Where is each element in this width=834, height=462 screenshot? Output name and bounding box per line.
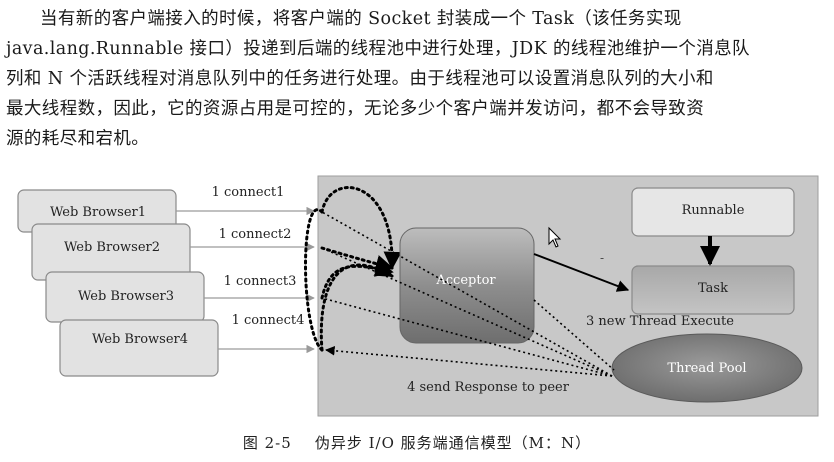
runnable-label: Runnable	[682, 203, 745, 218]
web-browser-1-label: Web Browser1	[50, 205, 146, 220]
web-browser-2-label: Web Browser2	[64, 240, 160, 255]
dash-mark: -	[600, 251, 604, 265]
paragraph-line: 列和 N 个活跃线程对消息队列中的任务进行处理。由于线程池可以设置消息队列的大小…	[6, 69, 714, 89]
acceptor-label: Acceptor	[435, 273, 496, 288]
execute-label: 3 new Thread Execute	[586, 314, 734, 329]
connect-label-2: 1 connect2	[219, 227, 292, 242]
connect-label-1: 1 connect1	[212, 185, 285, 200]
paragraph-line: 源的耗尽和宕机。	[6, 129, 150, 149]
io-model-figure: Web Browser1 Web Browser2 Web Browser3 W…	[0, 170, 834, 432]
web-browser-3: Web Browser3	[45, 271, 205, 323]
thread-pool-node: Thread Pool	[611, 333, 803, 403]
acceptor-node: Acceptor	[399, 227, 535, 344]
response-label: 4 send Response to peer	[407, 380, 570, 395]
web-browser-1: Web Browser1	[17, 189, 177, 233]
task-label: Task	[698, 281, 728, 296]
body-paragraph: 当有新的客户端接入的时候，将客户端的 Socket 封装成一个 Task（该任务…	[6, 4, 828, 154]
web-browser-4-label: Web Browser4	[92, 332, 188, 347]
caption-title: 伪异步 I/O 服务端通信模型（M：N）	[314, 434, 592, 452]
runnable-node: Runnable	[631, 187, 795, 237]
web-browser-2: Web Browser2	[31, 223, 191, 281]
web-browser-4: Web Browser4	[59, 319, 219, 377]
thread-pool-label: Thread Pool	[667, 361, 746, 376]
connect-label-3: 1 connect3	[224, 274, 297, 289]
paragraph-line: 最大线程数，因此，它的资源占用是可控的，无论多少个客户端并发访问，都不会导致资	[6, 99, 705, 119]
connect-label-4: 1 connect4	[232, 313, 305, 328]
mouse-cursor-icon	[548, 226, 562, 248]
paragraph-line: 当有新的客户端接入的时候，将客户端的 Socket 封装成一个 Task（该任务…	[40, 9, 682, 29]
task-node: Task	[631, 265, 795, 315]
web-browser-3-label: Web Browser3	[78, 289, 174, 304]
response-lines	[321, 211, 615, 377]
diagram-svg: Web Browser1 Web Browser2 Web Browser3 W…	[17, 175, 819, 417]
acceptor-to-task-arrow	[533, 253, 630, 292]
caption-number: 图 2-5	[242, 434, 292, 452]
paragraph-line: java.lang.Runnable 接口）投递到后端的线程池中进行处理，JDK…	[6, 39, 750, 59]
figure-caption: 图 2-5 伪异步 I/O 服务端通信模型（M：N）	[0, 432, 834, 453]
